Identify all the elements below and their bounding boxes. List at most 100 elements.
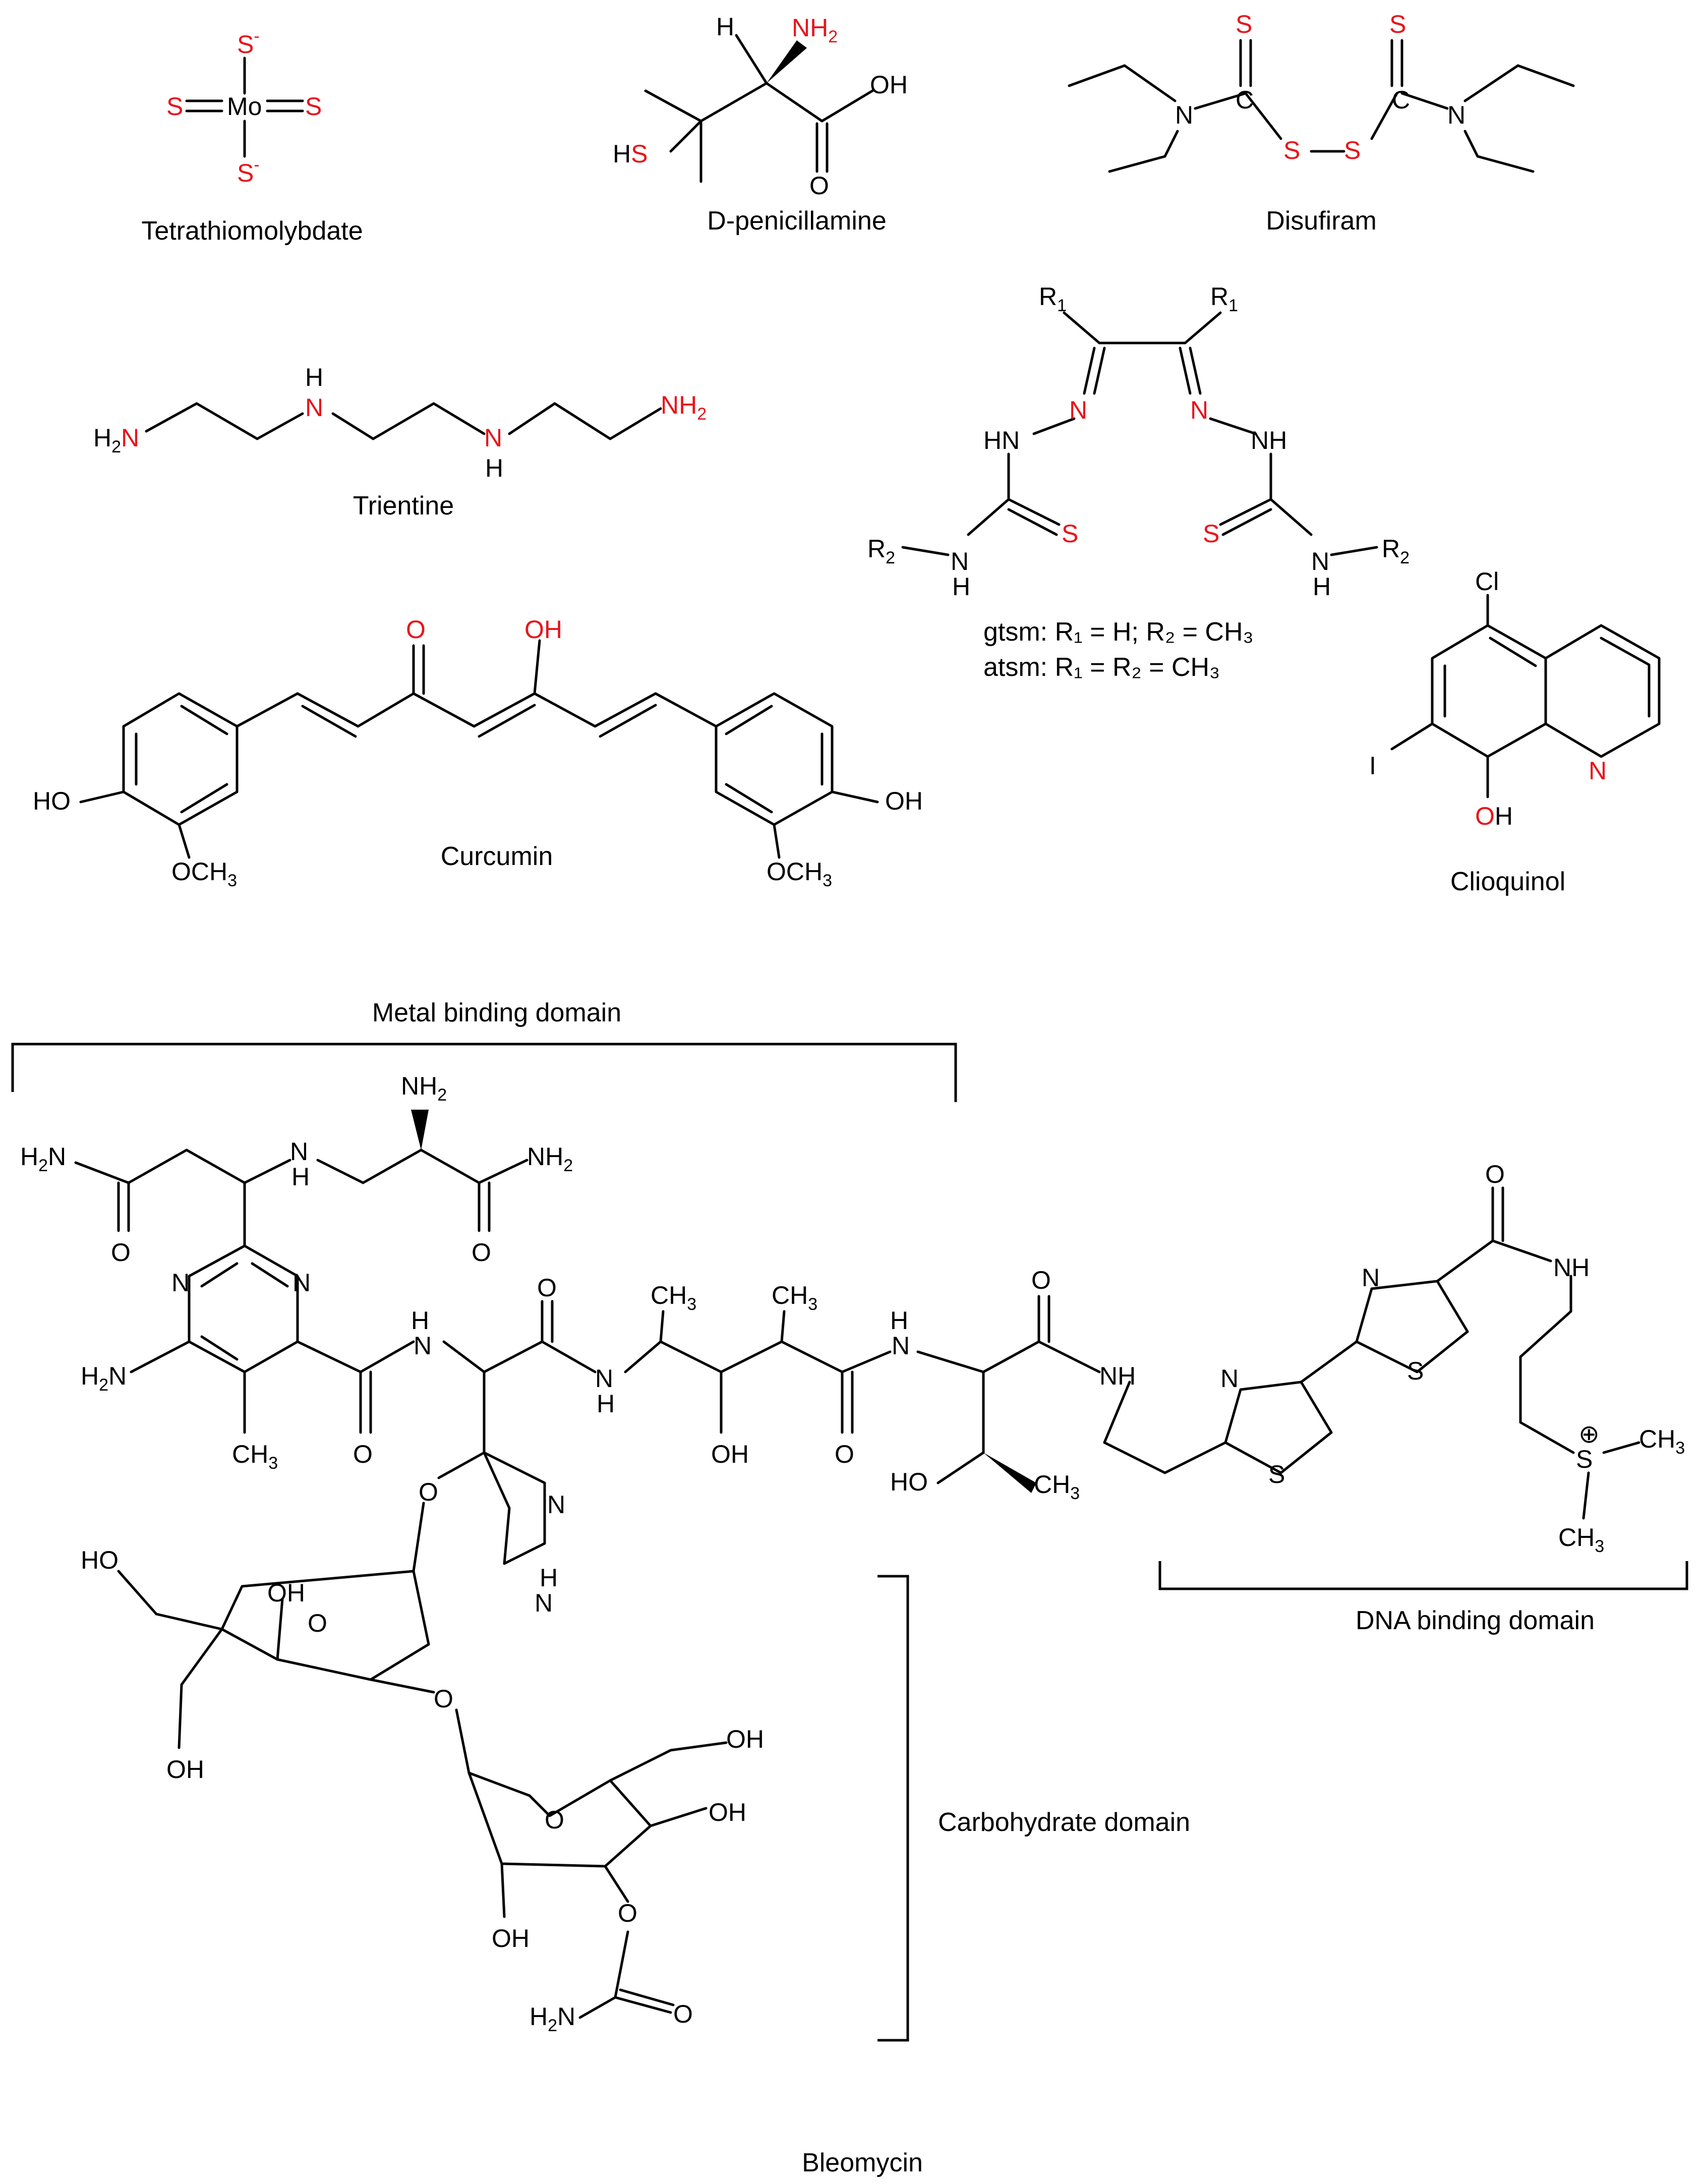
disulfiram-label: Disufiram — [1266, 206, 1377, 236]
svg-text:S: S — [166, 92, 183, 121]
atsm-definition: atsm: R₁ = R₂ = CH₃ — [983, 653, 1220, 682]
svg-text:OH: OH — [709, 1798, 746, 1826]
svg-text:S: S — [1203, 520, 1219, 548]
svg-text:C: C — [1392, 86, 1410, 114]
svg-text:S-: S- — [237, 155, 260, 187]
svg-text:N: N — [595, 1364, 613, 1393]
svg-text:HO: HO — [890, 1468, 928, 1496]
svg-text:OH: OH — [166, 1755, 204, 1784]
svg-text:O: O — [406, 615, 426, 644]
svg-text:HO: HO — [81, 1546, 119, 1574]
svg-text:CH3: CH3 — [232, 1440, 278, 1473]
bleomycin-structure — [74, 1110, 1640, 2019]
svg-text:O: O — [419, 1478, 438, 1506]
svg-text:O: O — [545, 1806, 564, 1834]
svg-text:N: N — [951, 547, 969, 576]
svg-text:OH: OH — [711, 1440, 749, 1468]
svg-text:CH3: CH3 — [1034, 1470, 1080, 1503]
svg-text:O: O — [537, 1274, 557, 1302]
svg-text:H: H — [485, 454, 503, 482]
svg-text:O: O — [809, 171, 829, 200]
gtsm-definition: gtsm: R₁ = H; R₂ = CH₃ — [983, 617, 1254, 647]
tetrathiomolybdate-structure: Mo S- S- S S — [166, 27, 322, 187]
svg-text:N: N — [892, 1332, 910, 1360]
svg-text:O: O — [1031, 1266, 1051, 1294]
dna-binding-domain-label: DNA binding domain — [1356, 1606, 1595, 1635]
svg-text:CH3: CH3 — [1639, 1425, 1685, 1458]
svg-text:N: N — [414, 1332, 432, 1360]
disulfiram-structure: N C S S S C S N — [1068, 10, 1575, 173]
curcumin-structure: O OH HO OCH3 OH OCH3 — [33, 615, 923, 890]
svg-text:C: C — [1236, 86, 1254, 114]
trientine-structure: H2N H N N H NH2 — [93, 363, 707, 482]
svg-text:H2N: H2N — [20, 1142, 66, 1175]
svg-text:HN: HN — [983, 426, 1020, 454]
svg-text:S: S — [1576, 1445, 1593, 1473]
svg-text:NH: NH — [1251, 426, 1287, 454]
svg-text:O: O — [1485, 1160, 1505, 1188]
svg-text:NH2: NH2 — [401, 1072, 447, 1105]
curcumin-label: Curcumin — [441, 842, 553, 871]
svg-text:O: O — [308, 1609, 327, 1637]
svg-text:N: N — [292, 1269, 311, 1297]
svg-text:N: N — [1362, 1263, 1380, 1292]
svg-text:NH: NH — [1099, 1362, 1136, 1390]
svg-text:S: S — [1407, 1357, 1424, 1385]
bis-thiosemicarbazone-structure: R1 R1 N N HN NH S S R2 N H N H R2 — [867, 282, 1410, 601]
bleomycin-label: Bleomycin — [802, 2148, 923, 2177]
svg-text:N: N — [1220, 1364, 1239, 1393]
svg-text:O: O — [434, 1685, 453, 1713]
svg-text:CH3: CH3 — [1558, 1523, 1604, 1556]
svg-text:S: S — [1283, 136, 1300, 164]
clioquinol-label: Clioquinol — [1450, 867, 1565, 896]
svg-text:S: S — [305, 92, 322, 121]
svg-text:H: H — [305, 363, 323, 391]
dna-binding-domain-bracket — [1158, 1561, 1688, 1590]
svg-text:R2: R2 — [1382, 535, 1410, 567]
svg-text:S: S — [1344, 136, 1361, 164]
clioquinol-structure: Cl I N OH — [1369, 567, 1661, 830]
svg-text:CH3: CH3 — [772, 1281, 817, 1314]
d-penicillamine-label: D-penicillamine — [707, 206, 886, 236]
svg-text:Mo: Mo — [227, 92, 262, 121]
svg-text:OH: OH — [870, 71, 908, 99]
svg-text:NH2: NH2 — [661, 391, 707, 424]
metal-binding-domain-label: Metal binding domain — [372, 998, 621, 1027]
svg-text:H2N: H2N — [530, 2002, 575, 2035]
d-penicillamine-structure: H NH2 OH O HS — [613, 13, 908, 200]
svg-text:OH: OH — [524, 615, 562, 644]
carbohydrate-domain-bracket — [877, 1575, 909, 2042]
svg-text:NH: NH — [1553, 1253, 1590, 1282]
svg-text:OH: OH — [885, 787, 923, 815]
svg-text:NH2: NH2 — [527, 1142, 573, 1175]
bleomycin-atom-labels: H2N O N H NH2 NH2 O N N H2N CH3 O H N O … — [20, 1072, 1685, 2035]
svg-text:S: S — [1268, 1460, 1285, 1488]
metal-binding-domain-bracket — [11, 1043, 957, 1102]
svg-text:NH2: NH2 — [792, 14, 838, 46]
svg-text:O: O — [111, 1238, 131, 1267]
svg-text:S: S — [1389, 10, 1406, 38]
svg-text:N: N — [1311, 547, 1329, 576]
svg-text:N: N — [1447, 101, 1465, 129]
svg-text:Cl: Cl — [1475, 567, 1499, 596]
svg-text:N: N — [1589, 757, 1607, 785]
svg-text:R1: R1 — [1210, 282, 1238, 315]
svg-text:CH3: CH3 — [651, 1281, 696, 1314]
svg-text:S-: S- — [237, 27, 260, 59]
svg-text:OCH3: OCH3 — [767, 857, 832, 890]
svg-text:HS: HS — [613, 140, 648, 168]
svg-text:H: H — [716, 13, 734, 41]
svg-text:OCH3: OCH3 — [171, 857, 237, 890]
svg-text:H: H — [1313, 572, 1331, 601]
svg-text:OH: OH — [726, 1725, 764, 1753]
svg-text:I: I — [1369, 752, 1376, 780]
svg-text:O: O — [673, 2000, 693, 2028]
tetrathiomolybdate-label: Tetrathiomolybdate — [141, 216, 363, 246]
svg-text:OH: OH — [1475, 802, 1513, 830]
svg-text:H2N: H2N — [81, 1362, 127, 1395]
svg-text:N: N — [1175, 101, 1193, 129]
svg-text:R2: R2 — [867, 535, 895, 567]
svg-text:N: N — [171, 1269, 190, 1297]
svg-text:H: H — [890, 1306, 908, 1335]
